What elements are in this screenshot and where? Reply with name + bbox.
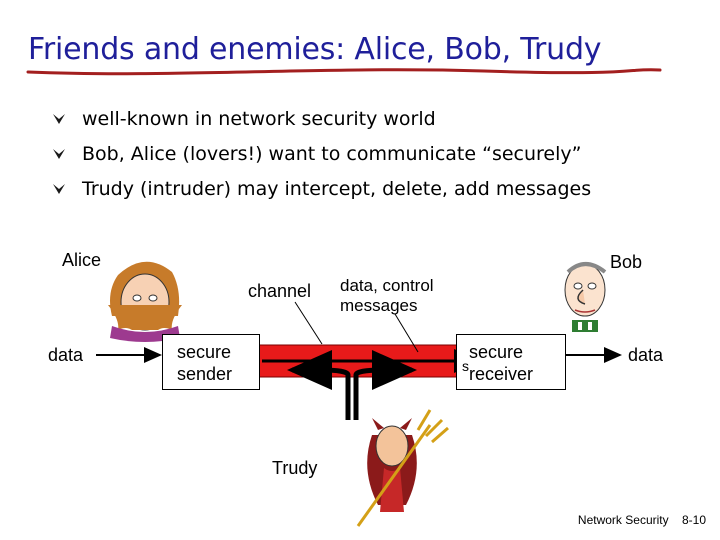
bullet-text: Trudy (intruder) may intercept, delete, …: [82, 178, 592, 200]
diagram-graphics: [96, 261, 622, 527]
secure-sender-text: secure sender: [177, 342, 233, 384]
secure-sender-box: secure sender: [162, 334, 260, 390]
data-control-label: data, control messages: [340, 276, 434, 315]
channel-pointer: [294, 301, 323, 345]
bob-label: Bob: [610, 252, 643, 272]
slide-footer: Network Security 8-10: [568, 513, 706, 527]
trudy-tap-right: [353, 350, 417, 420]
footer-course: Network Security: [577, 513, 669, 527]
channel-label: channel: [248, 281, 312, 301]
bullet-item: Trudy (intruder) may intercept, delete, …: [52, 178, 692, 213]
trudy-avatar: [356, 409, 449, 527]
alice-avatar: [108, 261, 182, 342]
messages-pointer: [394, 313, 419, 353]
bullet-item: Bob, Alice (lovers!) want to communicate…: [52, 143, 692, 178]
check-bullet-icon: [53, 114, 65, 124]
bob-avatar: [564, 262, 607, 332]
bullet-item: well-known in network security world: [52, 108, 692, 143]
bullet-list: well-known in network security world Bob…: [52, 108, 692, 213]
alice-label: Alice: [62, 250, 102, 270]
trudy-label: Trudy: [272, 458, 318, 478]
slide-title: Friends and enemies: Alice, Bob, Trudy: [28, 32, 602, 67]
check-bullet-icon: [53, 184, 65, 194]
trudy-tap-left: [287, 350, 351, 420]
data-left-label: data: [48, 345, 84, 365]
data-right-label: data: [628, 345, 664, 365]
receiver-s-label: s: [462, 358, 469, 374]
secure-receiver-box: secure receiver: [456, 334, 566, 390]
check-bullet-icon: [53, 149, 65, 159]
footer-page-number: 8-10: [681, 513, 706, 527]
bullet-text: Bob, Alice (lovers!) want to communicate…: [82, 143, 582, 165]
bullet-text: well-known in network security world: [82, 108, 436, 130]
title-underline: [26, 68, 662, 76]
secure-receiver-text: secure receiver: [469, 342, 534, 384]
